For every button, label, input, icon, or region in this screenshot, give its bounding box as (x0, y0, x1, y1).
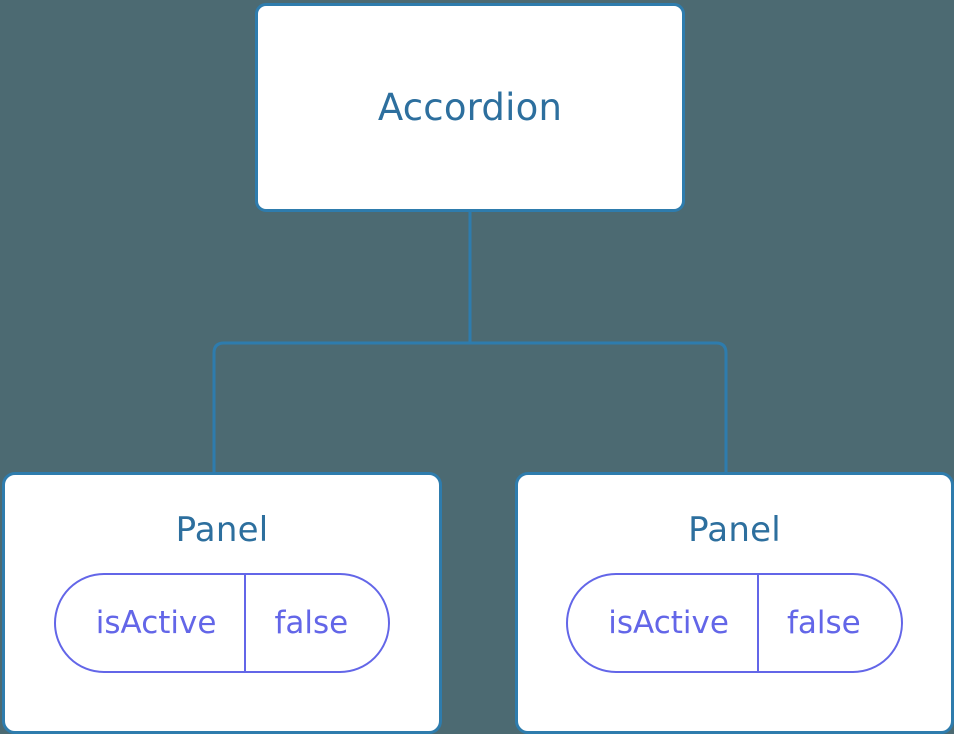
prop-pill-isactive-2[interactable]: isActive false (566, 573, 903, 673)
node-accordion[interactable]: Accordion (255, 3, 685, 212)
node-accordion-title: Accordion (377, 86, 563, 129)
node-panel-2-title: Panel (688, 510, 781, 550)
prop-pill-isactive-1[interactable]: isActive false (53, 573, 391, 673)
node-panel-1[interactable]: Panel isActive false (2, 472, 442, 734)
node-panel-2[interactable]: Panel isActive false (515, 472, 954, 734)
edge-to-child-left (212, 341, 470, 474)
prop-key-2: isActive (608, 604, 729, 641)
prop-key-1: isActive (95, 604, 217, 641)
prop-value-1: false (244, 575, 388, 671)
node-panel-2-props: isActive false (518, 573, 951, 673)
node-panel-1-title: Panel (175, 510, 269, 550)
node-panel-1-props: isActive false (5, 573, 439, 673)
prop-value-2: false (756, 575, 901, 671)
edge-to-child-right (470, 341, 728, 474)
